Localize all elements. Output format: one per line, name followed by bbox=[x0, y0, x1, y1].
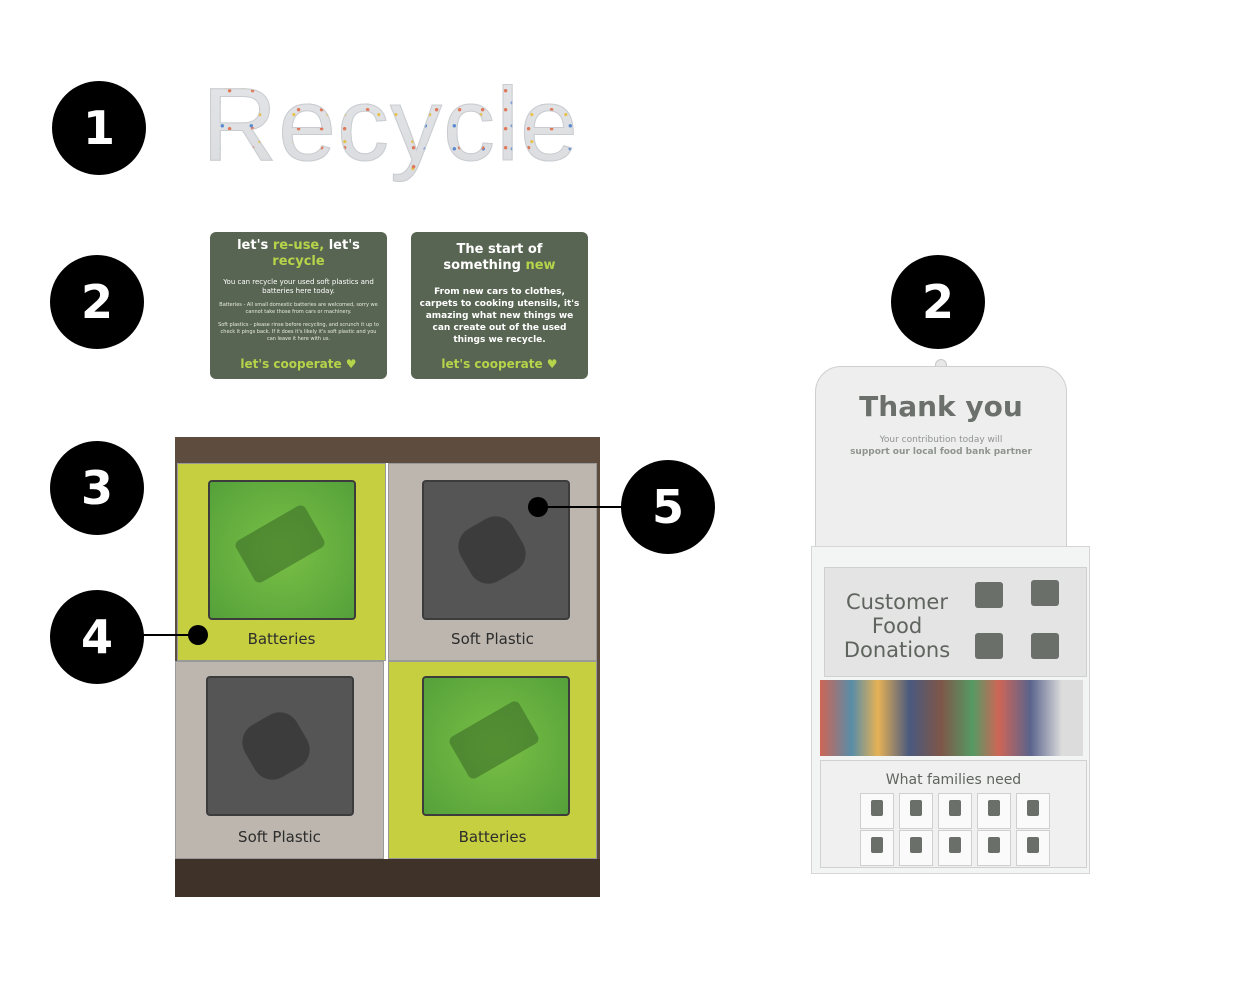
sign-reuse-recycle: let's re-use, let's recycle You can recy… bbox=[210, 232, 387, 379]
need-item-cell bbox=[860, 793, 894, 829]
sign-start-of-something-new: The start of something new From new cars… bbox=[411, 232, 588, 379]
sign-left-intro: You can recycle your used soft plastics … bbox=[223, 278, 374, 295]
door-label: Soft Plastic bbox=[238, 828, 321, 846]
sign-right-title-line1: The start of bbox=[456, 242, 543, 257]
need-item-cell bbox=[938, 793, 972, 829]
plastic-bag-icon bbox=[235, 705, 317, 787]
pet-food-icon bbox=[1031, 633, 1059, 659]
need-item-cell bbox=[860, 830, 894, 866]
callout-dot-4 bbox=[188, 625, 208, 645]
door-label: Soft Plastic bbox=[451, 630, 534, 648]
recycling-cabinet: Batteries Soft Plastic Soft Plastic Batt… bbox=[175, 437, 600, 897]
sign-right-title-line2: something new bbox=[443, 258, 556, 273]
sign-left-title: let's re-use, let's recycle bbox=[237, 238, 360, 269]
battery-icon bbox=[447, 699, 541, 781]
sign-left-plastics-note: Soft plastics - please rinse before recy… bbox=[218, 322, 379, 342]
marker-2-right: 2 bbox=[891, 255, 985, 349]
customer-food-donations-title: Customer Food Donations bbox=[843, 590, 951, 662]
donated-food-contents bbox=[820, 680, 1083, 756]
cabinet-top bbox=[175, 437, 600, 463]
thank-you-subtitle: Your contribution today will support our… bbox=[850, 435, 1032, 457]
what-families-need-title: What families need bbox=[885, 772, 1022, 788]
door-batteries-bottom[interactable]: Batteries bbox=[388, 661, 597, 859]
marker-3: 3 bbox=[50, 441, 144, 535]
door-batteries-top[interactable]: Batteries bbox=[177, 463, 386, 661]
teapot-icon bbox=[975, 582, 1003, 608]
callout-dot-5 bbox=[528, 497, 548, 517]
need-item-cell bbox=[977, 830, 1011, 866]
callout-line-5 bbox=[540, 506, 624, 508]
cabinet-side-right bbox=[596, 461, 600, 861]
thank-you-heading: Thank you bbox=[859, 390, 1023, 423]
marker-4: 4 bbox=[50, 590, 144, 684]
recycle-lettering: Recycle bbox=[202, 66, 579, 185]
marker-1: 1 bbox=[52, 81, 146, 175]
need-item-cell bbox=[938, 830, 972, 866]
need-item-cell bbox=[899, 830, 933, 866]
marker-5: 5 bbox=[621, 460, 715, 554]
cabinet-base bbox=[175, 859, 600, 897]
door-label: Batteries bbox=[247, 630, 316, 648]
window-batteries-bottom bbox=[422, 676, 570, 816]
window-soft-plastic-bottom bbox=[206, 676, 354, 816]
door-soft-plastic-bottom[interactable]: Soft Plastic bbox=[175, 661, 384, 859]
need-item-cell bbox=[977, 793, 1011, 829]
sign-right-footer: let's cooperate ♥ bbox=[441, 357, 558, 371]
window-batteries-top bbox=[208, 480, 356, 620]
sign-right-body: From new cars to clothes, carpets to coo… bbox=[419, 287, 580, 345]
cooker-icon bbox=[975, 633, 1003, 659]
battery-icon bbox=[233, 503, 327, 585]
marker-2-left: 2 bbox=[50, 255, 144, 349]
window-soft-plastic-top bbox=[422, 480, 570, 620]
plastic-bag-icon bbox=[451, 509, 533, 591]
jar-icon bbox=[1031, 580, 1059, 606]
door-label: Batteries bbox=[458, 828, 527, 846]
sign-left-footer: let's cooperate ♥ bbox=[240, 357, 357, 371]
sign-left-batteries-note: Batteries - All small domestic batteries… bbox=[219, 302, 378, 315]
need-item-cell bbox=[1016, 830, 1050, 866]
need-item-cell bbox=[899, 793, 933, 829]
callout-line-4 bbox=[143, 634, 198, 636]
need-item-cell bbox=[1016, 793, 1050, 829]
door-soft-plastic-top[interactable]: Soft Plastic bbox=[388, 463, 597, 661]
